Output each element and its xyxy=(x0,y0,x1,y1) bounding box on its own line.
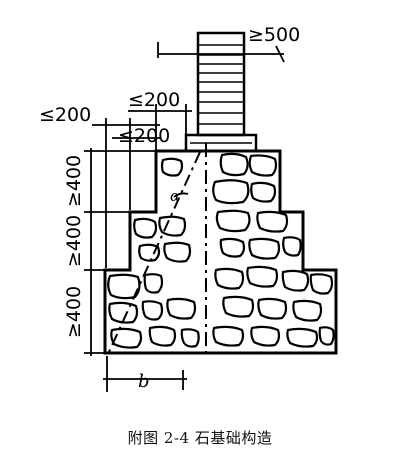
dim-step-top xyxy=(128,104,192,150)
dim-base-width xyxy=(103,356,187,392)
dim-vertical-chain xyxy=(84,148,156,356)
dim-base-width-label: b xyxy=(138,371,150,392)
dim-height-labels: ≥400 ≥400 ≥400 xyxy=(63,155,85,338)
dim-step-left xyxy=(92,118,160,268)
dim-height-2-label: ≥400 xyxy=(63,215,85,267)
dim-step-top-label: ≤200 xyxy=(128,89,180,111)
figure-caption: 附图 2-4 石基础构造 xyxy=(127,429,273,447)
dim-height-1-label: ≥400 xyxy=(63,155,85,207)
load-spread-line: α xyxy=(108,151,201,353)
dim-wall-width xyxy=(157,33,285,63)
brick-wall xyxy=(196,31,246,137)
angle-label: α xyxy=(170,187,180,205)
dim-height-3-label: ≥400 xyxy=(63,286,85,338)
foundation-cap xyxy=(184,133,258,153)
dim-wall-min-label: ≥500 xyxy=(248,24,300,46)
dim-step-left-label: ≤200 xyxy=(39,104,91,126)
rubble-stones xyxy=(107,152,335,349)
dim-step-inner-label: ≤200 xyxy=(118,125,170,147)
